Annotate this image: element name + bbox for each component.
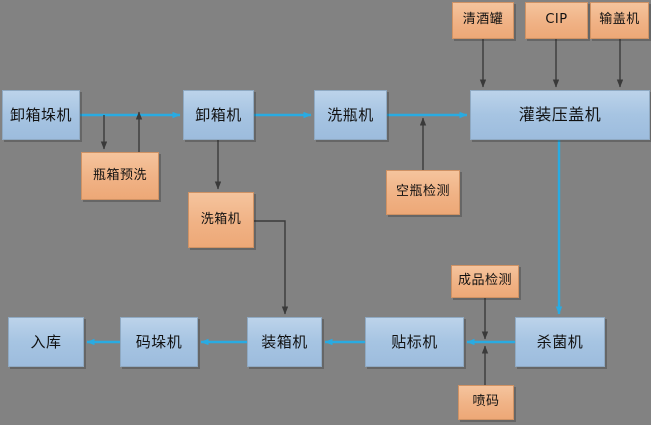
node-crate-washer-label: 洗箱机	[200, 211, 242, 227]
node-cap-feeder-label: 输盖机	[599, 12, 640, 28]
node-filler-capper-label: 灌装压盖机	[518, 105, 602, 125]
node-warehouse[interactable]: 入库	[8, 317, 84, 367]
node-product-inspect[interactable]: 成品检测	[451, 265, 519, 298]
node-uncaser-label: 卸箱机	[195, 105, 242, 124]
node-depalletizer-label: 卸箱垛机	[9, 105, 72, 124]
node-empty-bottle-inspect-label: 空瓶检测	[395, 184, 450, 200]
node-product-inspect-label: 成品检测	[457, 273, 512, 289]
node-crate-prewash-label: 瓶箱预洗	[92, 167, 147, 183]
node-labeler[interactable]: 贴标机	[365, 317, 464, 367]
node-bright-beer-tank-label: 清酒罐	[462, 12, 504, 28]
node-cap-feeder[interactable]: 输盖机	[590, 2, 649, 39]
node-palletizer[interactable]: 码垛机	[120, 317, 198, 367]
node-inkjet-coder[interactable]: 喷码	[458, 385, 514, 420]
node-inkjet-coder-label: 喷码	[472, 394, 500, 410]
node-bottle-washer-label: 洗瓶机	[327, 105, 374, 124]
node-depalletizer[interactable]: 卸箱垛机	[2, 90, 80, 140]
node-case-packer-label: 装箱机	[261, 332, 308, 351]
node-filler-capper[interactable]: 灌装压盖机	[470, 90, 650, 140]
node-warehouse-label: 入库	[30, 332, 62, 351]
node-palletizer-label: 码垛机	[135, 332, 183, 351]
node-pasteurizer[interactable]: 杀菌机	[515, 317, 605, 367]
node-labeler-label: 贴标机	[391, 332, 438, 351]
node-crate-washer[interactable]: 洗箱机	[188, 192, 254, 248]
node-cip[interactable]: CIP	[525, 2, 588, 39]
node-pasteurizer-label: 杀菌机	[536, 332, 584, 351]
connector-crate-washer-to-case-packer	[254, 220, 289, 315]
node-bottle-washer[interactable]: 洗瓶机	[314, 90, 387, 140]
node-cip-label: CIP	[545, 12, 568, 28]
node-crate-prewash[interactable]: 瓶箱预洗	[81, 152, 159, 200]
node-empty-bottle-inspect[interactable]: 空瓶检测	[386, 170, 460, 215]
node-case-packer[interactable]: 装箱机	[247, 317, 322, 367]
node-uncaser[interactable]: 卸箱机	[183, 90, 254, 140]
node-bright-beer-tank[interactable]: 清酒罐	[452, 2, 514, 39]
